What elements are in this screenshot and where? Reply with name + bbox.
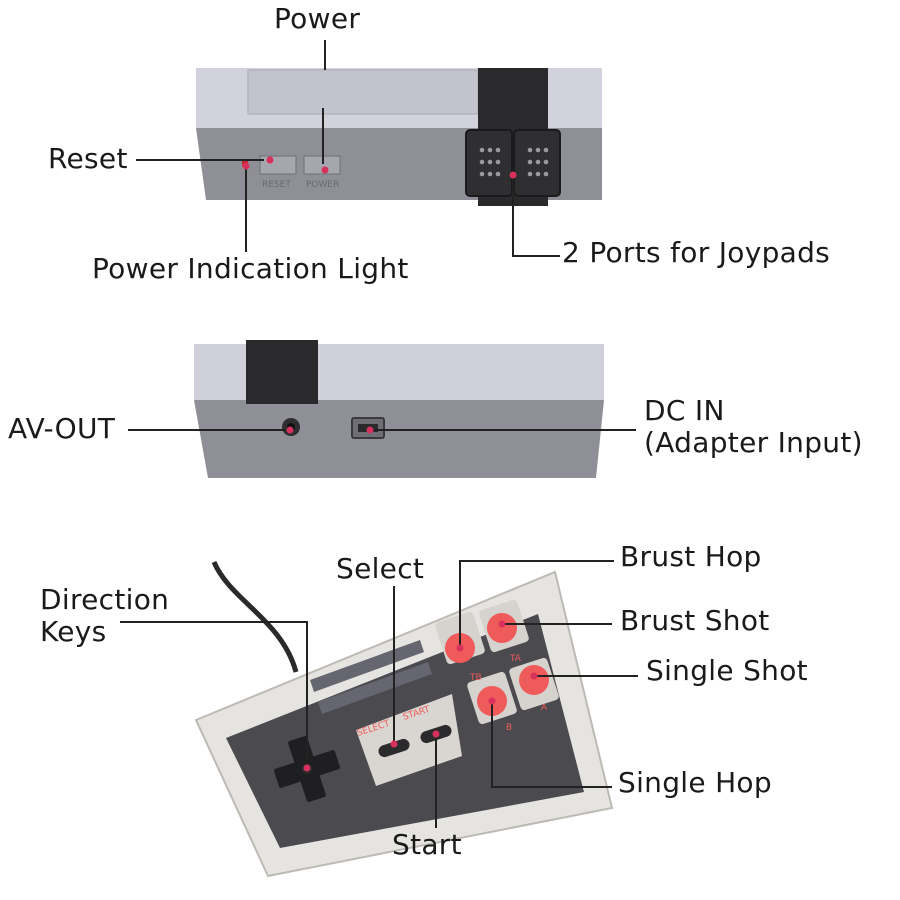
console-back-view xyxy=(194,340,604,478)
reset-button-text: RESET xyxy=(262,180,291,190)
callout-lines xyxy=(120,40,638,828)
select-label: Select xyxy=(336,552,425,585)
power-label: Power xyxy=(274,2,361,35)
dc-in-label: DC IN xyxy=(644,394,725,427)
single-shot-label: Single Shot xyxy=(646,654,808,687)
controller-cable xyxy=(211,560,299,673)
power-indication-light-label: Power Indication Light xyxy=(92,252,409,285)
brust-shot-label: Brust Shot xyxy=(620,604,770,637)
b-print: B xyxy=(506,723,512,733)
console-lid xyxy=(247,69,479,115)
a-print: A xyxy=(541,703,548,713)
tb-print: TB xyxy=(469,673,482,683)
dc-in-sub-label: (Adapter Input) xyxy=(644,426,863,459)
start-label: Start xyxy=(392,828,462,861)
select-button xyxy=(378,738,410,758)
ta-button xyxy=(487,613,517,643)
reset-button xyxy=(259,155,297,175)
port-pins xyxy=(479,147,549,177)
pointer-dots xyxy=(242,156,538,772)
single-hop-line xyxy=(491,701,612,788)
ta-print: TA xyxy=(509,654,522,664)
console-front-view: RESET POWER xyxy=(196,68,602,206)
direction-line xyxy=(120,621,308,768)
power-button-text: POWER xyxy=(306,180,339,190)
console-back-port-cover xyxy=(246,340,318,404)
brust-hop-label: Brust Hop xyxy=(620,540,762,573)
av-out-label: AV-OUT xyxy=(8,412,116,445)
console-back-body xyxy=(194,400,604,478)
joypad-line xyxy=(512,175,560,257)
single-hop-label: Single Hop xyxy=(618,766,772,799)
direction-keys-label-1: Direction xyxy=(40,583,170,616)
a-button xyxy=(519,665,549,695)
brust-hop-line xyxy=(459,560,614,648)
reset-label: Reset xyxy=(48,142,128,175)
joypad-ports-label: 2 Ports for Joypads xyxy=(562,236,831,269)
direction-keys-label-2: Keys xyxy=(40,615,107,648)
